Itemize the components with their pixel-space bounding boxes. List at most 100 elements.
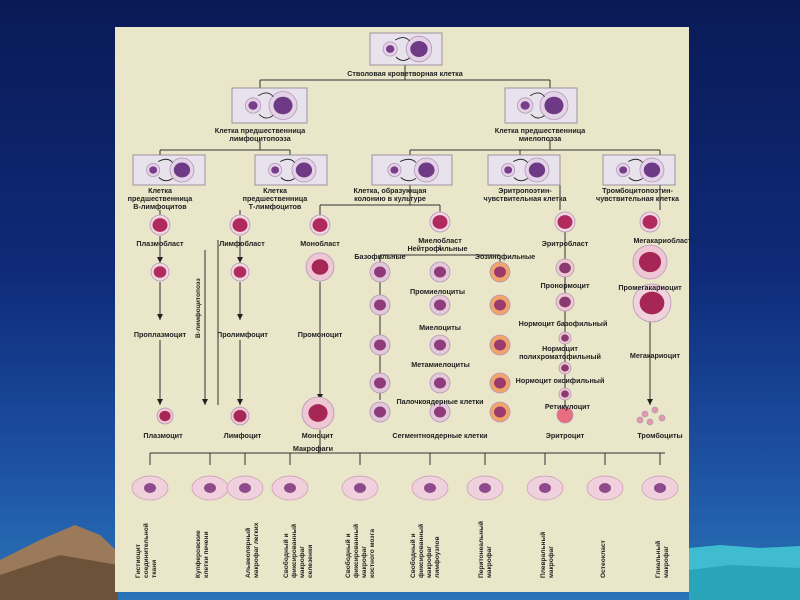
thrombo-progenitor-box-cycle-arrow-top [627,158,643,163]
label-macrophage-6d: лимфоузлов [434,536,441,578]
stem-cell-box-small-cell-nucleus [385,45,395,53]
normocyte-cell-0-nucleus [559,262,571,274]
label-thrombo-progenitor-2: чувствительная клетка [596,194,679,203]
label-monocyte: Моноцит [301,431,334,440]
label-reticulocyte: Ретикулоцит [544,402,591,411]
b-blast-cell-nucleus [152,218,168,232]
label-lymphoblast: Лимфобласт [219,239,265,248]
b-progenitor-box-cycle-arrow-bottom [158,177,173,182]
macrophage-nucleus-6 [479,483,491,493]
label-b-progenitor-1: Клетка [148,186,172,195]
plasmocyte-cell-nucleus [159,410,171,422]
ery-progenitor-box-small-cell-nucleus [504,166,513,174]
monocyte-cell-nucleus [308,404,328,422]
label-macrophage-1b: соединительной [143,523,150,578]
label-t-progenitor-1: Клетка [263,186,287,195]
granulocyte-c2-r0-nucleus [494,266,506,278]
label-segmented: Сегментноядерные клетки [392,431,488,440]
stem-cell-box-cycle-arrow-top [394,37,410,42]
macrophage-nucleus-2 [239,483,251,493]
macrophage-nucleus-0 [144,483,156,493]
myelo-progenitor-box-cycle-arrow-top [529,92,545,98]
label-macrophage-8b: макрофаг [548,546,555,578]
t-progenitor-box-cycle-arrow-bottom [280,177,295,182]
normocyte-cell-3-nucleus [561,364,569,372]
label-normocyte-poly-1: Нормоцит [542,344,578,353]
label-macrophage-8a: Плевральный [540,531,547,578]
label-platelets: Тромбоциты [637,431,683,440]
t-blast-cell-nucleus [232,218,248,232]
label-normocyte-baso: Нормоцит базофильный [518,319,608,328]
label-lymph-progenitor-1: Клетка предшественница [214,126,306,135]
label-macrophage-6c: макрофаг [426,546,433,578]
monoblast-cell-nucleus [312,218,328,232]
label-plasmoblast: Плазмобласт [136,239,184,248]
lymphocyte-cell-nucleus [233,410,247,422]
macrophage-nucleus-3 [284,483,296,493]
label-b-lymphopoiesis: В-лимфоцитопоэз [195,278,202,338]
label-metamyelocytes: Метамиелоциты [411,360,470,369]
label-macrophage-5d: костного мозга [369,528,376,578]
thrombo-progenitor-box-cycle-arrow-bottom [628,177,643,182]
label-macrophage-1c: ткани [151,559,158,578]
label-macrophage-7a: Перитонеальный [478,521,485,578]
granulocyte-c1-r3-nucleus [434,377,446,389]
label-neutrophilic: Нейтрофильные [407,244,468,253]
lymphoblast-cell-nucleus [233,266,247,278]
label-macrophage-2a: Купферовские [195,530,202,578]
ery-progenitor-box-cycle-arrow-top [512,158,528,163]
label-macrophage-6b: фиксированный [418,523,425,578]
arrow-head [237,314,243,320]
normocyte-cell-4-nucleus [561,390,569,398]
label-b-progenitor-3: В-лимфоцитов [133,202,187,211]
arrow-head [237,399,243,405]
label-t-progenitor-2: предшественница [242,194,308,203]
granulocyte-c0-r2-nucleus [374,339,386,351]
label-macrophage-10b: макрофаг [663,546,670,578]
label-erythrocyte: Эритроцит [545,431,585,440]
label-plasmocyte: Плазмоцит [143,431,183,440]
promegakaryocyte-cell-nucleus [638,251,662,273]
granulocyte-c1-r2-nucleus [434,339,446,351]
label-megakaryocyte: Мегакариоцит [629,351,681,360]
label-macrophage-2b: клетки печени [203,531,210,579]
label-thrombo-progenitor-1: Тромбоцитопоэтин- [602,186,673,195]
label-promegakaryocyte: Промегакариоцит [618,283,682,292]
label-macrophage-4b: фиксированный [291,523,298,578]
promonocyte-cell-nucleus [311,259,329,275]
label-eosinophilic: Эозинофильные [474,252,536,261]
myelo-progenitor-box-small-cell-nucleus [520,101,530,110]
label-promonocyte: Промоноцит [297,330,343,339]
label-macrophage-6a: Свободный и [410,533,417,578]
thrombo-progenitor-box-large-cell-nucleus [643,162,661,178]
b-progenitor-box-large-cell-nucleus [173,162,191,178]
label-macrophage-4c: макрофаг [299,546,306,578]
arrow-head [237,257,243,263]
macrophage-nucleus-1 [204,483,216,493]
label-macrophage-7b: макрофаг [486,546,493,578]
label-macrophage-5c: макрофаг [361,546,368,578]
label-lymph-progenitor-2: лимфоцитопоэза [229,134,291,143]
arrow-head [647,399,653,405]
macrophage-nucleus-4 [354,483,366,493]
megakaryocyte-cell-nucleus [639,291,665,315]
label-colony-cell-2: колонию в культуре [354,194,426,203]
b-progenitor-box-cycle-arrow-top [157,158,173,163]
granulocyte-c0-r3-nucleus [374,377,386,389]
label-prolymphocyte: Пролимфоцит [217,330,268,339]
label-macrophage-4a: Свободный и [283,533,290,578]
label-macrophage-10a: Глиальный [655,540,662,578]
t-progenitor-box-large-cell-nucleus [295,162,313,178]
erythroblast-cell-nucleus [557,215,573,229]
macrophage-nucleus-7 [539,483,551,493]
normocyte-cell-1-nucleus [559,296,571,308]
granulocyte-c2-r3-nucleus [494,377,506,389]
colony-cell-box-large-cell-nucleus [418,162,435,178]
granulocyte-c2-r2-nucleus [494,339,506,351]
megakaryoblast-cell-nucleus [642,215,658,229]
shore-right [689,565,800,600]
granulocyte-c0-r4-nucleus [374,406,386,418]
label-colony-cell-1: Клетка, образующая [353,186,427,195]
